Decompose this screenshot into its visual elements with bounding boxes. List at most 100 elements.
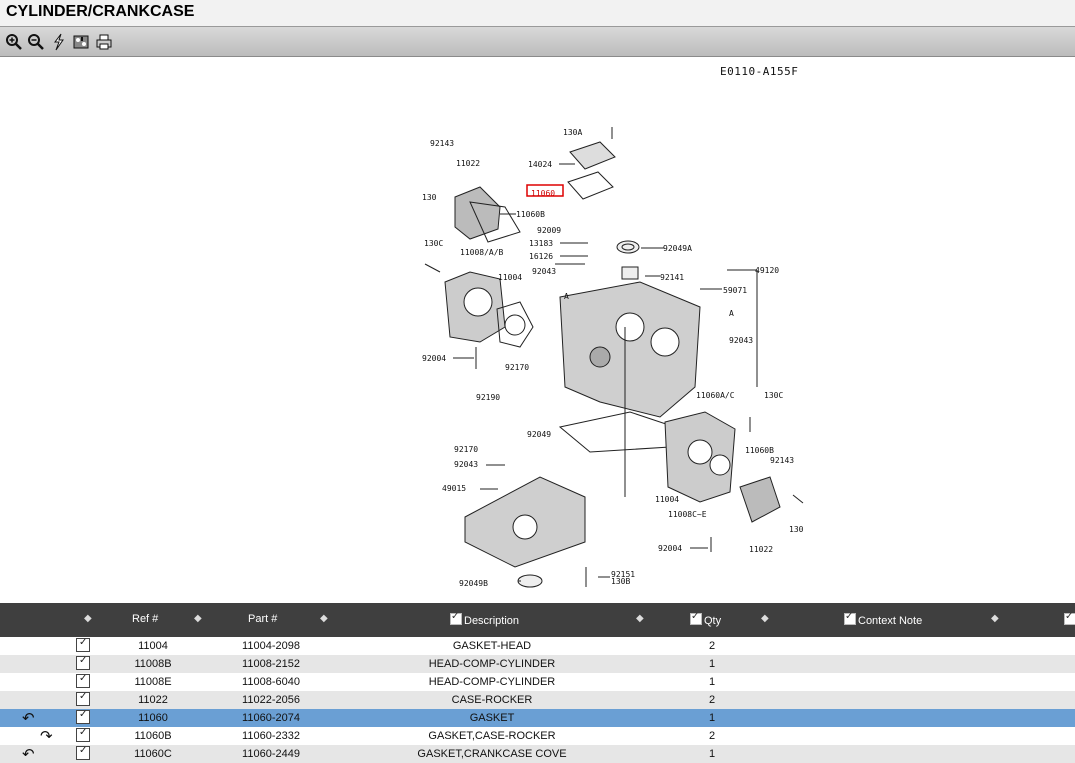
callout-11008ce: 11008C~E (668, 510, 707, 519)
callout-a: A (564, 292, 569, 301)
exploded-view-drawing: 92143 11022 130 130A 14024 11060 11060B … (422, 127, 804, 588)
callout-92049b: 92049B (459, 579, 488, 588)
callout-92170: 92170 (505, 363, 529, 372)
toolbar (0, 27, 1075, 57)
row-qty: 1 (708, 658, 716, 670)
row-part-number: 11008-6040 (242, 676, 300, 688)
forward-arrow-icon[interactable]: ↷ (40, 728, 53, 745)
row-ref: 11008B (134, 658, 172, 670)
add-to-list-icon[interactable] (76, 727, 90, 742)
callout-130c: 130C (764, 391, 783, 400)
sort-icon[interactable]: ◆ (84, 613, 92, 624)
add-to-list-icon[interactable] (76, 745, 90, 760)
table-header: ◆ Ref # ◆ Part # ◆ Description ◆ Qty ◆ C… (0, 603, 1075, 637)
sort-icon[interactable]: ◆ (636, 613, 644, 624)
window-title: CYLINDER/CRANKCASE (6, 3, 195, 20)
row-description: HEAD-COMP-CYLINDER (428, 658, 556, 670)
callout-11060b: 11060B (516, 210, 545, 219)
callout-92143: 92143 (770, 456, 794, 465)
row-description: GASKET,CRANKCASE COVE (417, 748, 567, 760)
row-part-number: 11060-2449 (242, 748, 300, 760)
callout-14024: 14024 (528, 160, 552, 169)
callout-49015: 49015 (442, 484, 466, 493)
row-qty: 1 (708, 748, 716, 760)
callout-11060: 11060 (531, 189, 555, 198)
column-header-qty-label: Qty (704, 615, 722, 627)
column-toggle-checkbox[interactable] (844, 611, 856, 625)
row-qty: 2 (708, 730, 716, 742)
callout-11008ab: 11008/A/B (460, 248, 504, 257)
table-row[interactable]: 11008B 11008-2152 HEAD-COMP-CYLINDER 1 (0, 655, 1075, 673)
settings-icon[interactable] (72, 33, 90, 51)
row-ref: 11060B (134, 730, 172, 742)
table-row[interactable]: 11004 11004-2098 GASKET-HEAD 2 (0, 637, 1075, 655)
sort-icon[interactable]: ◆ (320, 613, 328, 624)
sort-icon[interactable]: ◆ (194, 613, 202, 624)
callout-130b: 130B (611, 577, 630, 586)
row-part-number: 11008-2152 (242, 658, 300, 670)
lightning-icon[interactable] (50, 33, 68, 51)
callout-130: 130 (789, 525, 804, 534)
add-to-list-icon[interactable] (76, 691, 90, 706)
parts-diagram[interactable]: E0110-A155F (0, 57, 1075, 603)
back-arrow-icon[interactable]: ↶ (22, 710, 35, 727)
row-qty: 2 (708, 640, 716, 652)
add-to-list-icon[interactable] (76, 637, 90, 652)
add-to-list-icon[interactable] (76, 655, 90, 670)
column-header-part[interactable]: Part # (248, 613, 278, 625)
callout-16126: 16126 (529, 252, 553, 261)
row-ref: 11060 (138, 712, 168, 724)
highlighted-callout-box (526, 184, 564, 197)
row-ref: 11022 (138, 694, 168, 706)
row-description: GASKET-HEAD (452, 640, 532, 652)
add-to-list-icon[interactable] (76, 709, 90, 724)
add-to-list-icon[interactable] (76, 673, 90, 688)
row-description: HEAD-COMP-CYLINDER (428, 676, 556, 688)
callout-11004: 11004 (655, 495, 679, 504)
table-row[interactable]: ↶ 11060C 11060-2449 GASKET,CRANKCASE COV… (0, 745, 1075, 763)
back-arrow-icon[interactable]: ↶ (22, 746, 35, 763)
callout-92049a: 92049A (663, 244, 692, 253)
callout-92009: 92009 (537, 226, 561, 235)
callout-59071: 59071 (723, 286, 747, 295)
callout-92043: 92043 (729, 336, 753, 345)
row-description: GASKET,CASE-ROCKER (428, 730, 556, 742)
print-icon[interactable] (95, 33, 113, 51)
title-bar: CYLINDER/CRANKCASE (0, 0, 1075, 27)
callout-92004: 92004 (658, 544, 682, 553)
table-row-selected[interactable]: ↶ 11060 11060-2074 GASKET 1 (0, 709, 1075, 727)
callout-130a: 130A (563, 128, 582, 137)
row-part-number: 11022-2056 (242, 694, 300, 706)
parts-table: ◆ Ref # ◆ Part # ◆ Description ◆ Qty ◆ C… (0, 603, 1075, 763)
table-row[interactable]: ↷ 11060B 11060-2332 GASKET,CASE-ROCKER 2 (0, 727, 1075, 745)
table-row[interactable]: 11022 11022-2056 CASE-ROCKER 2 (0, 691, 1075, 709)
callout-92141: 92141 (660, 273, 684, 282)
row-qty: 1 (708, 676, 716, 688)
column-header-description-label: Description (464, 615, 520, 627)
column-header-ref[interactable]: Ref # (132, 613, 159, 625)
zoom-in-icon[interactable] (5, 33, 23, 51)
row-description: GASKET (469, 712, 515, 724)
callout-130c: 130C (424, 239, 443, 248)
column-header-context-note[interactable]: Context Note (844, 611, 923, 627)
column-toggle-checkbox[interactable] (1064, 611, 1075, 627)
callout-11004: 11004 (498, 273, 522, 282)
callout-92143: 92143 (430, 139, 454, 148)
zoom-out-icon[interactable] (27, 33, 45, 51)
column-header-context-note-label: Context Note (858, 615, 923, 627)
row-ref: 11004 (138, 640, 168, 652)
row-description: CASE-ROCKER (451, 694, 533, 706)
table-row[interactable]: 11008E 11008-6040 HEAD-COMP-CYLINDER 1 (0, 673, 1075, 691)
column-toggle-checkbox[interactable] (690, 611, 702, 625)
callout-11060ac: 11060A/C (696, 391, 735, 400)
row-part-number: 11004-2098 (242, 640, 300, 652)
column-header-qty[interactable]: Qty (690, 611, 722, 627)
callout-11022: 11022 (749, 545, 773, 554)
row-qty: 2 (708, 694, 716, 706)
row-part-number: 11060-2074 (242, 712, 300, 724)
sort-icon[interactable]: ◆ (991, 613, 999, 624)
sort-icon[interactable]: ◆ (761, 613, 769, 624)
column-header-description[interactable]: Description (450, 611, 520, 627)
column-toggle-checkbox[interactable] (450, 611, 462, 625)
callout-a: A (729, 309, 734, 318)
